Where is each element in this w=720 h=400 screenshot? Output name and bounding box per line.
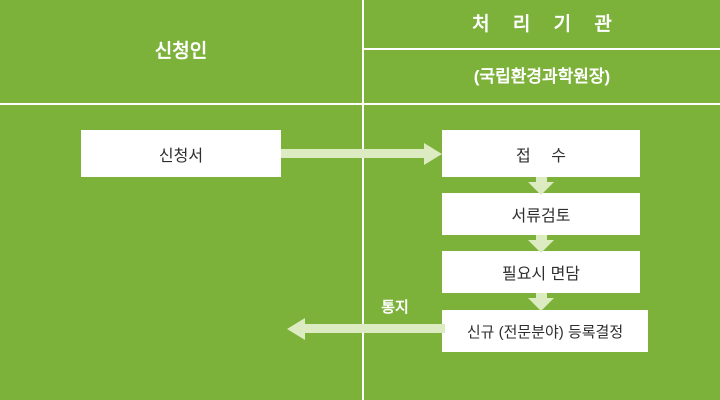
header-body-divider [0,103,720,105]
box-receipt: 접 수 [442,130,640,177]
review-to-interview-arrow-shaft [536,235,547,244]
interview-to-decision-arrow-shaft [536,293,547,302]
box-application-form: 신청서 [81,130,281,177]
review-to-interview-arrow-head-icon [528,240,554,253]
column-divider-vertical [362,0,364,400]
notice-arrow-shaft [300,324,445,333]
column-header-applicant: 신청인 [154,41,208,62]
submit-arrow-head-icon [424,143,442,165]
box-registration-decision: 신규 (전문분야) 등록결정 [442,310,648,352]
agency-header-divider [362,48,720,50]
receipt-to-review-arrow-head-icon [528,182,554,195]
column-subheader-agency: (국립환경과학원장) [473,67,611,86]
interview-to-decision-arrow-head-icon [528,298,554,311]
column-header-agency: 처 리 기 관 [472,13,621,35]
notice-arrow-label: 통지 [381,299,409,316]
box-interview-if-needed: 필요시 면담 [442,251,640,293]
notice-arrow-head-icon [287,318,305,340]
box-document-review: 서류검토 [442,193,640,235]
receipt-to-review-arrow-shaft [536,177,547,186]
submit-arrow-shaft [281,149,428,158]
